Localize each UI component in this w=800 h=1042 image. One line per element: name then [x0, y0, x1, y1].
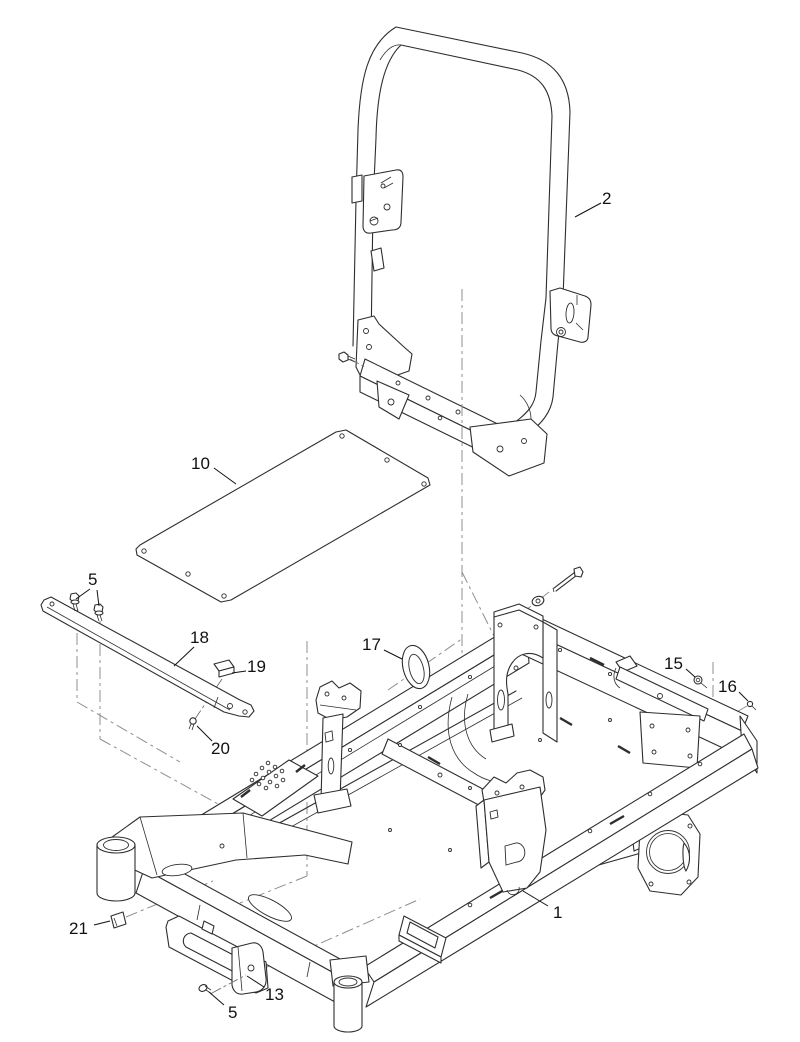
- callout-20: 20: [196, 725, 230, 758]
- callout-17-label: 17: [362, 635, 381, 654]
- rops-mount-bolt: [338, 351, 356, 363]
- callout-13-label: 13: [265, 985, 284, 1004]
- callout-15: 15: [664, 654, 696, 678]
- bolt-5c: [198, 974, 247, 995]
- callout-10-label: 10: [191, 454, 210, 473]
- callout-20-label: 20: [211, 739, 230, 758]
- tower-bolt: [531, 566, 584, 607]
- callout-13: 13: [246, 975, 284, 1004]
- callout-1-label: 1: [553, 903, 562, 922]
- callouts: 2 10 5 18 19 20 17 15: [69, 189, 749, 1022]
- callout-5-top: 5: [75, 570, 100, 607]
- callout-2-label: 2: [602, 189, 611, 208]
- bolt-5a: [69, 592, 80, 612]
- rear-left-tower: [489, 603, 558, 743]
- bolt-5b: [93, 603, 104, 622]
- rops-decal: [370, 247, 385, 272]
- callout-5-bottom: 5: [208, 991, 237, 1022]
- callout-19: 19: [231, 657, 266, 676]
- rops-right-latch: [549, 287, 592, 343]
- callout-1: 1: [522, 890, 562, 922]
- rear-support-bracket: [613, 655, 709, 769]
- cap-19: [213, 659, 235, 678]
- center-tower: [313, 680, 362, 814]
- floor-plate: [135, 429, 431, 603]
- left-caster-arm: [107, 812, 353, 879]
- screw-16: [746, 700, 757, 711]
- callout-15-label: 15: [664, 654, 683, 673]
- callout-18: 18: [173, 628, 209, 667]
- rops-roll-bar: [338, 26, 592, 477]
- front-caster-tube: [329, 955, 370, 1033]
- main-frame: [96, 603, 759, 1033]
- callout-10: 10: [191, 454, 237, 485]
- callout-5-bottom-label: 5: [228, 1003, 237, 1022]
- rops-mount-crossbar: [355, 315, 548, 477]
- right-side-rail: [363, 733, 759, 1008]
- callout-17: 17: [362, 635, 403, 660]
- callout-16: 16: [718, 677, 749, 702]
- callout-5-top-label: 5: [88, 570, 97, 589]
- left-caster-tube: [96, 836, 136, 902]
- hitch-receiver: [398, 915, 447, 964]
- bolt-20: [188, 717, 197, 731]
- callout-2: 2: [574, 189, 611, 218]
- foot-pad: [232, 759, 319, 817]
- clip-21: [110, 911, 127, 929]
- callout-21-label: 21: [69, 919, 88, 938]
- stabilizer-strip: [40, 596, 255, 718]
- callout-18-label: 18: [190, 628, 209, 647]
- rops-left-latch: [351, 169, 404, 234]
- screw-15: [693, 675, 708, 689]
- callout-21: 21: [69, 919, 111, 938]
- bumper-bracket: [165, 915, 269, 995]
- callout-19-label: 19: [247, 657, 266, 676]
- callout-16-label: 16: [718, 677, 737, 696]
- right-latch-tower: [475, 769, 547, 896]
- grommet-17: [401, 644, 431, 690]
